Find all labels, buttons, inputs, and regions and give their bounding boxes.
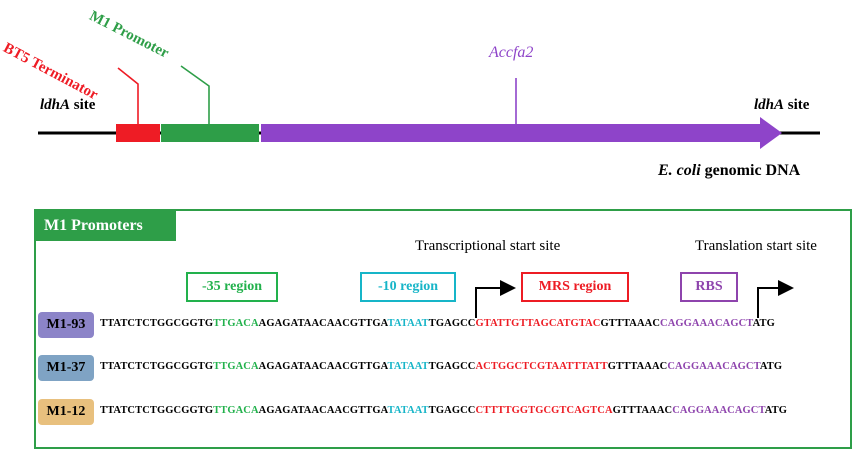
sequence-segment: AGAGATAACAACGTTGA: [258, 318, 388, 329]
promoter-panel: [34, 209, 852, 449]
sequence-segment: ATG: [752, 318, 775, 329]
sequence-segment: TGAGCC: [428, 405, 476, 416]
terminator-block: [116, 124, 160, 142]
sequence-segment: AGAGATAACAACGTTGA: [258, 361, 388, 372]
sequence-segment: TATAAT: [387, 318, 429, 329]
gene-label: Accfa2: [489, 44, 534, 61]
sequence-segment: TTATCTCTGGCGGTG: [100, 361, 214, 372]
sequence-segment: TTATCTCTGGCGGTG: [100, 318, 214, 329]
sequence-segment: TGAGCC: [428, 361, 476, 372]
minus35-box: -35 region: [186, 272, 278, 302]
sequence-segment: TGAGCC: [428, 318, 476, 329]
sequence-segment: GTATTGTTAGCATGTAC: [475, 318, 601, 329]
row-tag-m1-12: M1-12: [38, 399, 94, 425]
minus10-box: -10 region: [360, 272, 456, 302]
sequence-segment: ATG: [764, 405, 788, 416]
sequence-segment: CAGGAAACAGCT: [667, 361, 760, 372]
panel-title: M1 Promoters: [36, 211, 176, 241]
sequence-segment: TATAAT: [387, 405, 429, 416]
tls-arrow: [757, 280, 794, 318]
construct-diagram: [38, 65, 820, 149]
terminator-leader: [117, 67, 139, 124]
right-site-label: ldhA site: [754, 97, 810, 113]
sequence-segment: AGAGATAACAACGTTGA: [258, 405, 388, 416]
promoter-leader: [180, 65, 210, 124]
mrs-box: MRS region: [521, 272, 629, 302]
tss-arrow: [475, 280, 516, 318]
sequence-segment: CAGGAAACAGCT: [660, 318, 753, 329]
tls-label: Translation start site: [695, 238, 817, 254]
row-tag-m1-37: M1-37: [38, 355, 94, 381]
promoter-block: [161, 124, 259, 142]
sequence-segment: TTGACA: [213, 361, 259, 372]
sequence-segment: ATG: [759, 361, 783, 372]
sequence-segment: TTGACA: [213, 318, 259, 329]
genome-label: E. coli genomic DNA: [658, 162, 801, 179]
sequence-segment: CAGGAAACAGCT: [672, 405, 765, 416]
rbs-box: RBS: [680, 272, 738, 302]
sequence-segment: GTTTAAAC: [612, 405, 673, 416]
sequence-row: TTATCTCTGGCGGTGTTGACAAGAGATAACAACGTTGATA…: [100, 361, 782, 372]
sequence-segment: TATAAT: [387, 361, 429, 372]
tss-label: Transcriptional start site: [415, 238, 561, 254]
sequence-segment: GTTTAAAC: [607, 361, 668, 372]
sequence-segment: TTGACA: [213, 405, 259, 416]
row-tag-m1-93: M1-93: [38, 312, 94, 338]
gene-arrow: [261, 117, 782, 149]
sequence-segment: TTATCTCTGGCGGTG: [100, 405, 214, 416]
left-site-label: ldhA site: [40, 97, 96, 113]
sequence-segment: CTTTTGGTGCGTCAGTCA: [475, 405, 613, 416]
sequence-row: TTATCTCTGGCGGTGTTGACAAGAGATAACAACGTTGATA…: [100, 405, 787, 416]
sequence-segment: ACTGGCTCGTAATTTATT: [475, 361, 608, 372]
sequence-segment: GTTTAAAC: [600, 318, 661, 329]
sequence-row: TTATCTCTGGCGGTGTTGACAAGAGATAACAACGTTGATA…: [100, 318, 775, 329]
